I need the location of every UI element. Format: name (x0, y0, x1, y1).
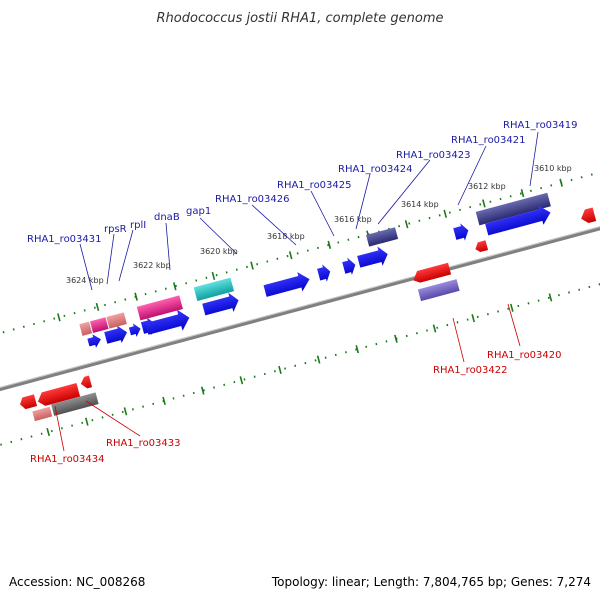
label-ro03433[interactable]: RHA1_ro03433 (106, 438, 181, 449)
gene-rplI[interactable] (106, 312, 127, 329)
gene-ro03420[interactable] (474, 240, 489, 253)
forward-leader-lines (79, 131, 539, 291)
label-dnaB[interactable]: dnaB (154, 212, 180, 223)
gene-ro03424[interactable] (366, 227, 399, 247)
genome-axis (0, 217, 600, 398)
label-ro03419[interactable]: RHA1_ro03419 (503, 120, 578, 131)
forward-genes (79, 192, 551, 348)
forward-major-ticks (57, 178, 563, 322)
label-gap1[interactable]: gap1 (186, 206, 211, 217)
track-group (0, 166, 600, 449)
map-title: Rhodococcus jostii RHA1, complete genome (157, 11, 444, 26)
label-ro03426[interactable]: RHA1_ro03426 (215, 194, 290, 205)
genome-stats-text: Topology: linear; Length: 7,804,765 bp; … (271, 575, 591, 589)
scale-3612: 3612 kbp (468, 182, 506, 191)
label-ro03424[interactable]: RHA1_ro03424 (338, 164, 413, 175)
label-rplI[interactable]: rplI (130, 220, 146, 231)
label-ro03434[interactable]: RHA1_ro03434 (30, 454, 105, 465)
gene-ro03422[interactable] (417, 279, 460, 302)
scale-3624: 3624 kbp (66, 276, 104, 285)
gene-ro03422-arrow (413, 262, 452, 283)
gene-ro03419[interactable] (475, 192, 551, 226)
label-ro03421[interactable]: RHA1_ro03421 (451, 135, 526, 146)
gene-dnaB[interactable] (136, 295, 183, 321)
scale-3610: 3610 kbp (534, 164, 572, 173)
gene-ro03433[interactable] (51, 392, 99, 416)
label-ro03422[interactable]: RHA1_ro03422 (433, 365, 508, 376)
scale-3620: 3620 kbp (200, 247, 238, 256)
gene-rpsR[interactable] (89, 317, 109, 334)
reverse-major-ticks (46, 293, 553, 437)
reverse-genes (20, 207, 597, 422)
gene-ro03431[interactable] (79, 321, 93, 336)
label-ro03423[interactable]: RHA1_ro03423 (396, 150, 471, 161)
gene-gap1[interactable] (193, 277, 235, 301)
scale-3614: 3614 kbp (401, 200, 439, 209)
reverse-gene-labels: RHA1_ro03434 RHA1_ro03433 RHA1_ro03422 R… (30, 350, 562, 465)
accession-text: Accession: NC_008268 (9, 575, 145, 589)
scale-3622: 3622 kbp (133, 261, 171, 270)
forward-gene-labels: RHA1_ro03431 rpsR rplI dnaB gap1 RHA1_ro… (27, 120, 578, 245)
reverse-leader-lines (54, 303, 521, 452)
scale-3618: 3618 kbp (267, 232, 305, 241)
label-ro03431[interactable]: RHA1_ro03431 (27, 234, 102, 245)
label-rpsR[interactable]: rpsR (104, 224, 127, 235)
label-ro03425[interactable]: RHA1_ro03425 (277, 180, 352, 191)
forward-ruler (0, 166, 600, 345)
scale-3616: 3616 kbp (334, 215, 372, 224)
label-ro03420[interactable]: RHA1_ro03420 (487, 350, 562, 361)
scale-labels: 3624 kbp 3622 kbp 3620 kbp 3618 kbp 3616… (66, 164, 572, 285)
